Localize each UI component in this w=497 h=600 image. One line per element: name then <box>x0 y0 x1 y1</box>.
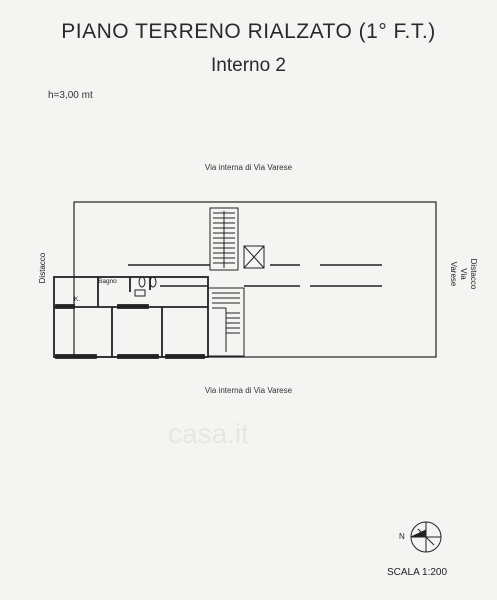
room-label-bagno: Bagno <box>98 278 117 285</box>
ceiling-height-note: h=3,00 mt <box>48 90 93 101</box>
watermark: casa.it <box>168 418 249 449</box>
street-label-bottom: Via interna di Via Varese <box>204 386 293 395</box>
room-label-kitchen: K. <box>74 296 80 303</box>
elevator-box <box>243 245 265 269</box>
corridor-lines <box>128 264 382 287</box>
plan-title: PIANO TERRENO RIALZATO (1° F.T.) <box>61 20 436 43</box>
stair-upper <box>209 207 239 271</box>
scale-label: SCALA 1:200 <box>387 567 448 578</box>
stair-lower <box>207 287 245 357</box>
north-arrow-icon <box>410 521 442 553</box>
plan-subtitle: Interno 2 <box>211 55 286 76</box>
building-outline <box>73 201 437 358</box>
apartment-rooms <box>53 276 209 359</box>
north-label: N <box>399 532 405 541</box>
bathroom-fixtures <box>134 276 157 297</box>
street-label-top: Via interna di Via Varese <box>204 163 293 172</box>
